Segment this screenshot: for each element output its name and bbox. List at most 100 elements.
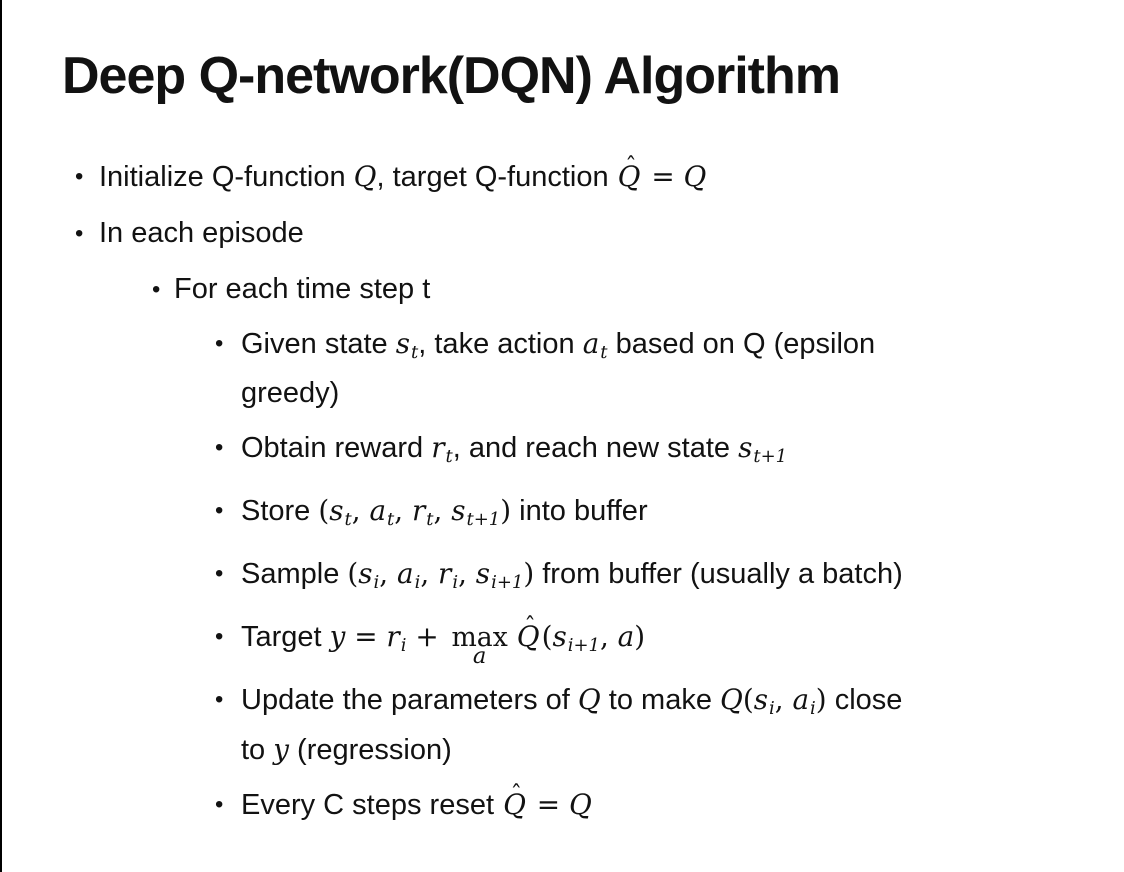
math-subscripted-variable: si+1 bbox=[552, 620, 600, 657]
text-run: Target bbox=[241, 621, 330, 654]
math-subscript: t bbox=[426, 509, 434, 531]
text-run: Update the parameters of bbox=[241, 684, 578, 717]
text-run: Every C steps reset bbox=[241, 789, 503, 822]
math-operator: , bbox=[420, 557, 439, 591]
bullet-text: For each time step t bbox=[174, 269, 1106, 310]
math-variable: Q bbox=[503, 788, 526, 822]
math-variable: s bbox=[738, 431, 753, 465]
math-subscripted-variable: st bbox=[329, 494, 352, 530]
text-run: to bbox=[241, 734, 274, 767]
math-operator: = bbox=[642, 160, 684, 193]
math-subscript: i bbox=[400, 635, 407, 657]
text-run: from buffer (usually a batch) bbox=[534, 558, 903, 591]
math-subscript: t bbox=[600, 342, 608, 364]
math-variable: s bbox=[475, 557, 491, 591]
operator-under-script: a bbox=[472, 642, 487, 669]
text-run: , target Q-function bbox=[376, 161, 617, 193]
math-subscript: t+1 bbox=[753, 446, 788, 468]
math-operator: , bbox=[394, 494, 412, 528]
math-operator: ) bbox=[500, 494, 512, 528]
text-run: Given state bbox=[241, 328, 396, 360]
text-run: , take action bbox=[418, 328, 583, 360]
math-operator: ) bbox=[523, 557, 535, 591]
math-subscripted-variable: rt bbox=[412, 494, 434, 531]
math-subscripted-variable: ai bbox=[396, 557, 421, 594]
math-variable: a bbox=[792, 683, 810, 717]
math-variable: a bbox=[396, 557, 414, 591]
math-variable: y bbox=[329, 620, 346, 654]
bullet-marker: • bbox=[215, 497, 224, 525]
bullet-item-level-2: •For each time step t bbox=[2, 269, 1106, 310]
bullet-item-level-3: •Obtain reward rt, and reach new state s… bbox=[2, 427, 1106, 477]
bullet-marker: • bbox=[215, 791, 224, 819]
math-operator: ( bbox=[318, 494, 330, 528]
math-subscript: i bbox=[373, 572, 380, 594]
bullet-marker: • bbox=[215, 560, 224, 588]
math-subscripted-variable: ai bbox=[792, 683, 816, 720]
math-subscripted-variable: at bbox=[582, 327, 608, 364]
math-variable: r bbox=[438, 557, 452, 591]
text-run: Store bbox=[241, 495, 319, 528]
math-variable: r bbox=[386, 620, 400, 654]
math-variable: Q bbox=[353, 160, 377, 193]
bullet-item-level-3: • Sample (si, ai, ri, si+1) from buffer (… bbox=[2, 553, 1106, 603]
bullet-item-level-3: • Update the parameters of Q to make Q(si… bbox=[2, 679, 1106, 771]
math-variable: r bbox=[431, 431, 445, 465]
math-subscript: i+1 bbox=[491, 572, 524, 594]
math-variable: Q bbox=[617, 160, 641, 193]
math-operator: = bbox=[345, 620, 387, 654]
math-operator: ( bbox=[541, 620, 553, 654]
bullet-marker: • bbox=[75, 163, 84, 190]
math-subscripted-variable: si+1 bbox=[475, 557, 524, 594]
math-subscript: i bbox=[810, 698, 816, 720]
text-run: greedy) bbox=[241, 377, 340, 410]
text-run: close bbox=[826, 684, 903, 717]
text-run: For each time step t bbox=[174, 273, 431, 305]
math-subscripted-variable: st+1 bbox=[738, 431, 788, 468]
bullet-marker: • bbox=[215, 330, 224, 357]
hat-accent: ˆ bbox=[524, 613, 536, 641]
math-subscript: t bbox=[387, 509, 395, 531]
bullet-text: Sample (si, ai, ri, si+1) from buffer (u… bbox=[241, 553, 1106, 603]
text-run: to make bbox=[600, 684, 721, 717]
math-operator: , bbox=[351, 494, 370, 528]
math-subscripted-variable: at bbox=[369, 494, 395, 531]
math-operator: , bbox=[379, 557, 397, 591]
bullet-text: Obtain reward rt, and reach new state st… bbox=[241, 427, 1106, 477]
bullet-item-level-3: •Store (st, at, rt, st+1) into buffer bbox=[2, 490, 1106, 540]
hat-accent: ˆ bbox=[625, 153, 637, 181]
math-subscript: i bbox=[452, 572, 459, 594]
bullet-item-level-1: •Initialize Q-function Q, target Q-funct… bbox=[2, 155, 1106, 198]
text-run: In each episode bbox=[99, 217, 304, 249]
bullet-item-level-3: • Given state st, take action at based on… bbox=[2, 323, 1106, 414]
bullet-marker: • bbox=[215, 686, 224, 714]
math-variable: Q bbox=[568, 788, 592, 822]
math-variable: a bbox=[617, 620, 635, 654]
text-run: into buffer bbox=[511, 495, 648, 528]
bullet-text: Given state st, take action at based on … bbox=[241, 323, 1106, 414]
math-operator: , bbox=[774, 683, 793, 717]
text-run: (regression) bbox=[288, 734, 452, 767]
math-subscript: i bbox=[414, 572, 421, 594]
math-variable: a bbox=[582, 327, 600, 360]
text-run: , and reach new state bbox=[452, 432, 739, 465]
math-operator: ( bbox=[347, 557, 359, 591]
math-operator: = bbox=[527, 788, 569, 822]
math-operator: , bbox=[433, 494, 452, 528]
operator-name: max bbox=[451, 622, 508, 654]
math-subscript: i+1 bbox=[567, 635, 600, 657]
math-operator: ) bbox=[634, 620, 646, 654]
math-operator: , bbox=[458, 557, 476, 591]
math-subscripted-variable: rt bbox=[431, 431, 453, 467]
bullet-text: Update the parameters of Q to make Q(si,… bbox=[241, 679, 1106, 771]
math-subscript: t bbox=[411, 342, 419, 364]
math-variable: s bbox=[358, 557, 373, 591]
